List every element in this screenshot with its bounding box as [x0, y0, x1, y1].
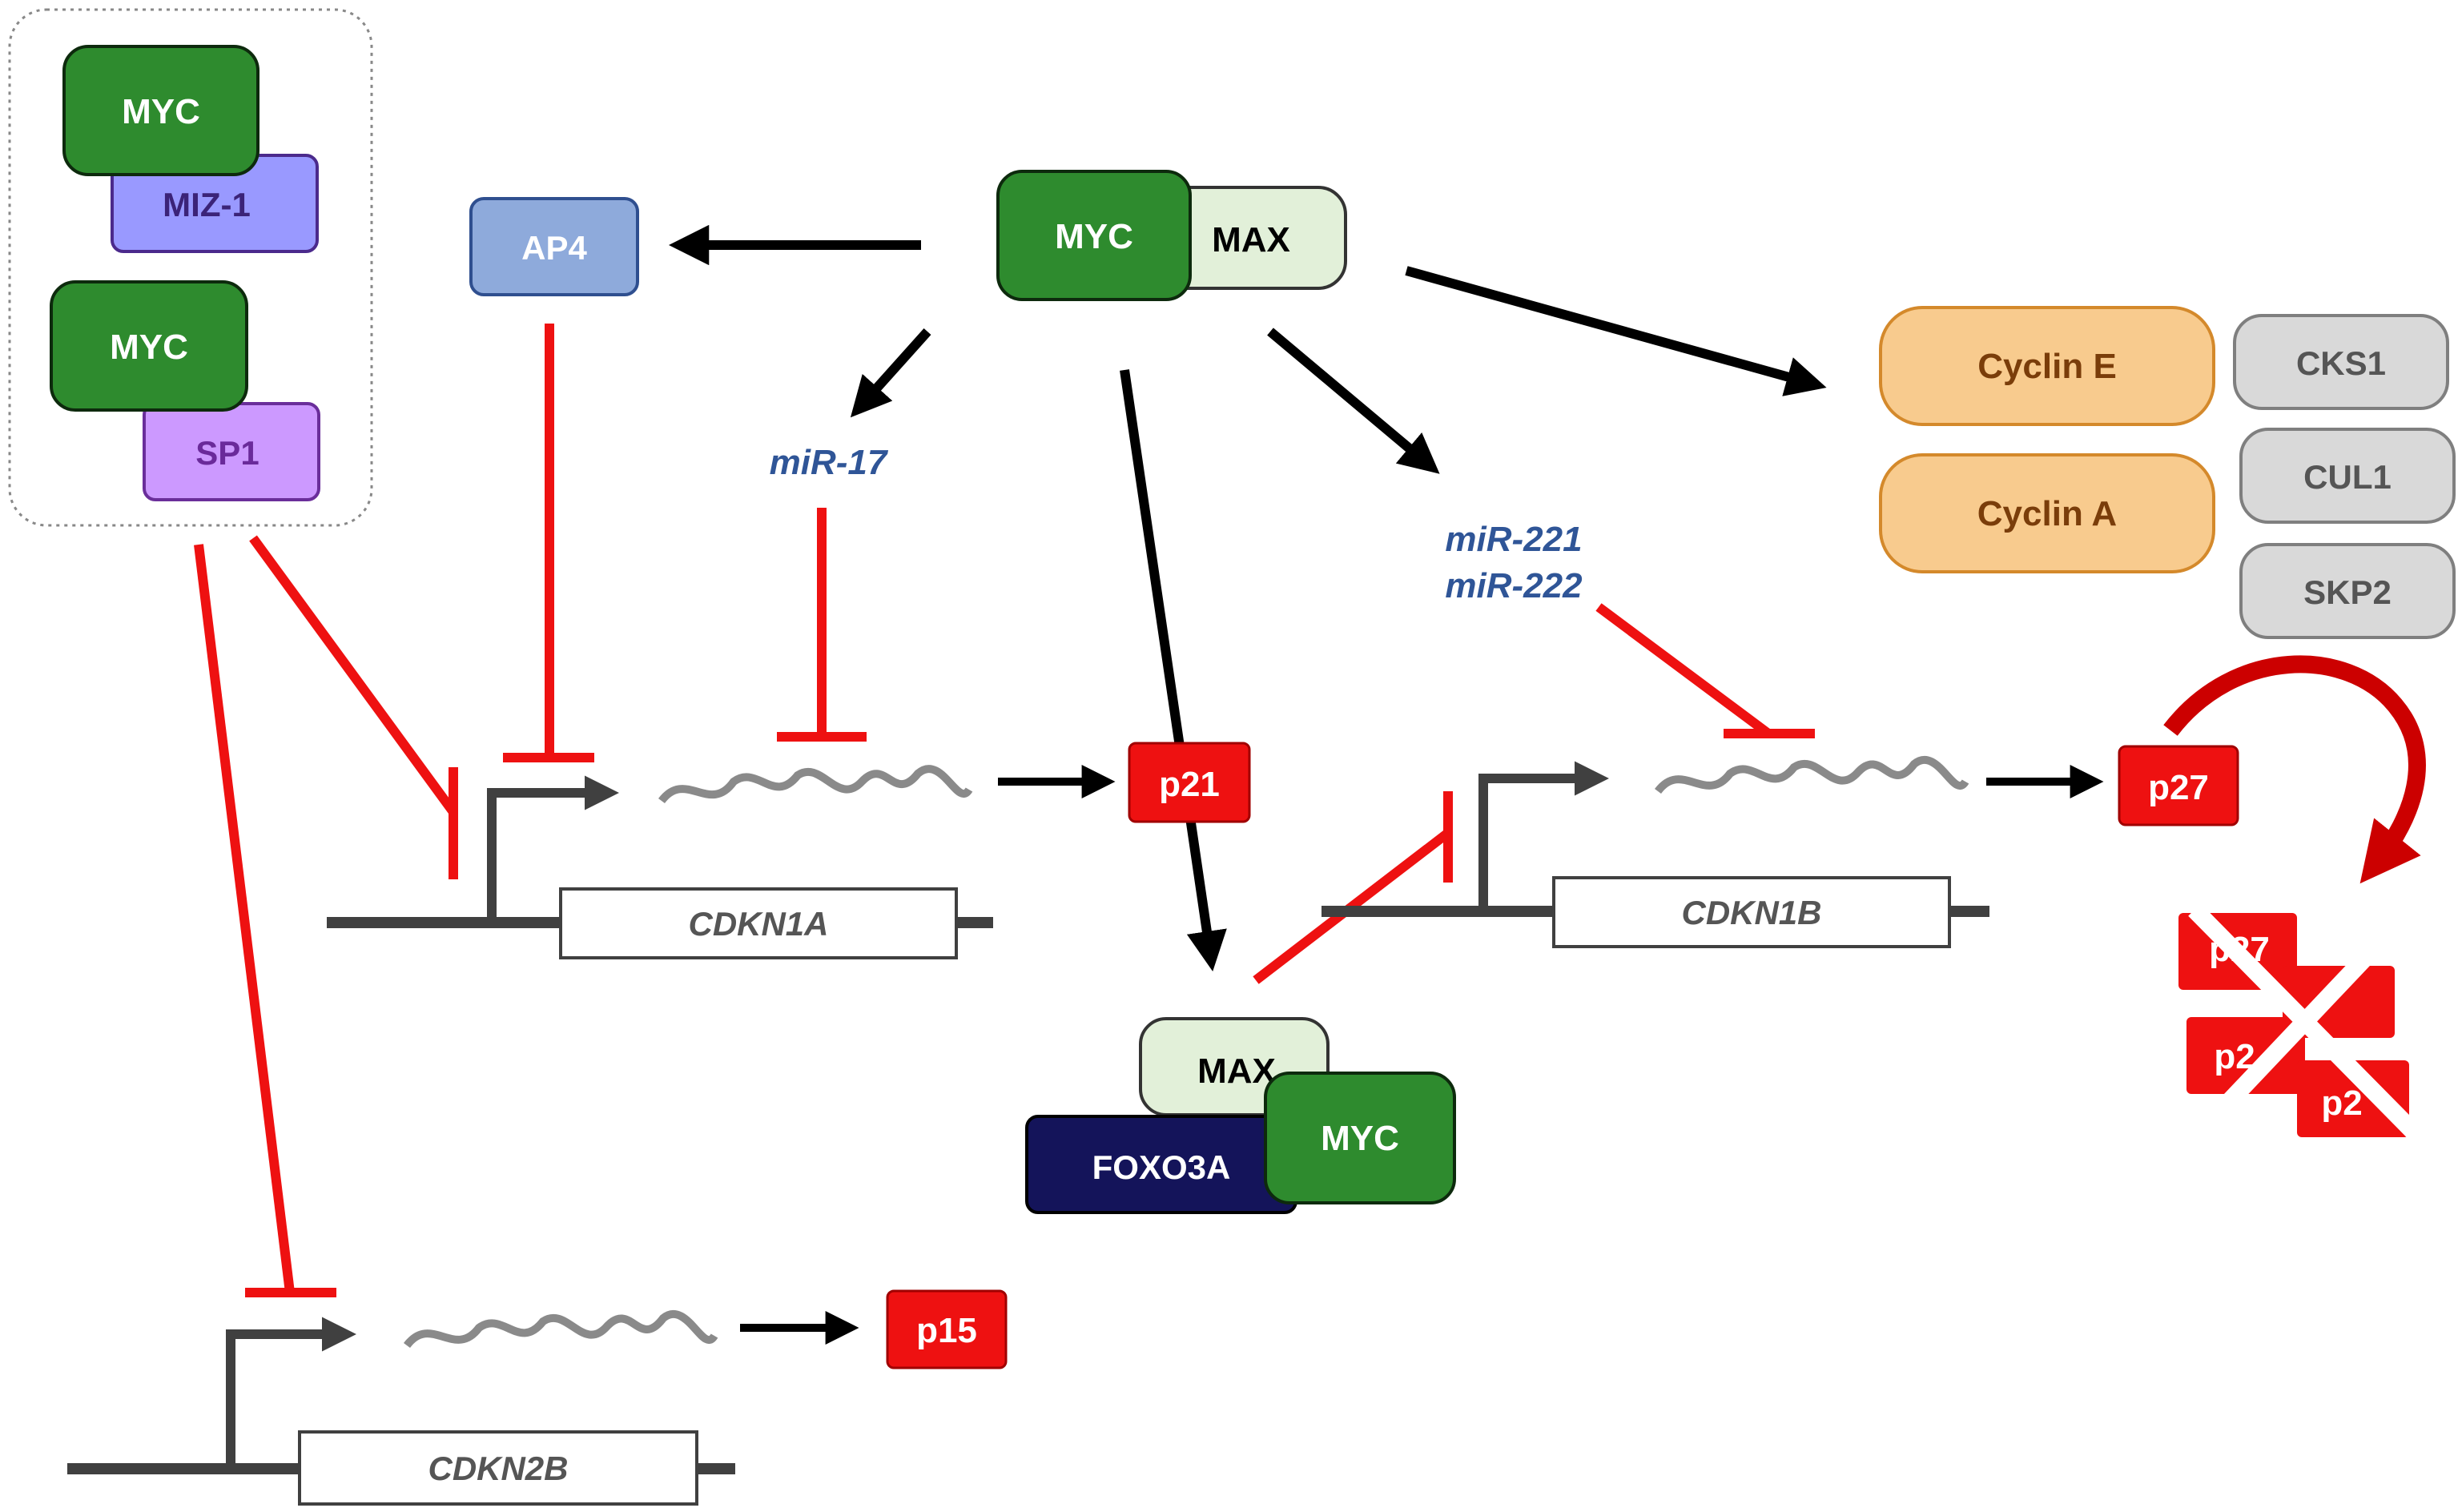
- myc-box-foxo: [1264, 1072, 1456, 1204]
- cdkn2b-promoter-arrow: [226, 1317, 356, 1469]
- cul1-label: CUL1: [2303, 458, 2392, 496]
- sp1-label: SP1: [195, 434, 259, 472]
- cyclin-e-label: Cyclin E: [1977, 347, 2117, 386]
- p21-box: [1128, 742, 1251, 823]
- cyclin-a-label: Cyclin A: [1977, 494, 2117, 533]
- inhibit-miz1-cdkn1a: [249, 535, 457, 815]
- myc-max-complex: MAX MYC: [996, 170, 1347, 301]
- arrow-mycmax-to-mir17: [850, 328, 931, 418]
- ap4-box: [469, 197, 639, 296]
- p15-box: [886, 1289, 1008, 1369]
- myc-box-sp1: [50, 280, 248, 412]
- p27-degradation-arrow: [2163, 655, 2426, 884]
- degraded-p27-pile: p27 p2 p2: [2178, 903, 2433, 1152]
- cul1-box: [2239, 428, 2456, 524]
- p15-mrna-squiggle: [404, 1310, 718, 1349]
- cdkn1b-box: [1552, 876, 1951, 948]
- degraded-p27-box-4: [2297, 1060, 2409, 1137]
- degraded-p27-label-4: p2: [2321, 1084, 2362, 1123]
- cdkn1b-gene: CDKN1B: [1322, 756, 1989, 948]
- myc-complex-group-box: [8, 8, 373, 527]
- mir222-label: miR-222: [1445, 566, 1583, 605]
- max-label-foxo: MAX: [1197, 1052, 1276, 1091]
- p27-mrna-squiggle: [1655, 756, 1969, 794]
- p27-box: [2118, 745, 2239, 826]
- cks1-label: CKS1: [2296, 344, 2386, 382]
- myc-label-sp1: MYC: [110, 328, 188, 367]
- cdkn2b-gene: CDKN2B: [67, 1310, 735, 1506]
- myc-miz1-complex: MIZ-1 MYC: [62, 45, 319, 253]
- foxo3a-myc-max-complex: MAX FOXO3A MYC: [1025, 1017, 1456, 1214]
- miz1-label: MIZ-1: [163, 186, 251, 223]
- myc-label-miz1: MYC: [122, 92, 200, 131]
- mir17-label: miR-17: [770, 443, 889, 482]
- arrow-mycmax-to-foxo-complex: [1120, 369, 1227, 971]
- cdkn2b-box: [298, 1430, 698, 1506]
- cross-out-line-2: [2204, 903, 2417, 1128]
- p15-label: p15: [916, 1311, 977, 1350]
- myc-sp1-complex: SP1 MYC: [50, 280, 320, 501]
- p21-label: p21: [1159, 765, 1220, 804]
- degraded-p27-box-3: [2186, 1017, 2305, 1094]
- p27-label: p27: [2148, 768, 2209, 807]
- max-label-center: MAX: [1212, 220, 1290, 259]
- cdkn1a-gene: CDKN1A: [327, 765, 993, 959]
- p21-mrna-squiggle: [658, 765, 973, 804]
- inhibit-mir221-p27mrna: [1595, 603, 1772, 738]
- cdkn1a-promoter-arrow: [487, 775, 619, 923]
- cdkn2b-label: CDKN2B: [428, 1450, 568, 1487]
- foxo3a-label: FOXO3A: [1092, 1148, 1231, 1186]
- myc-label-center: MYC: [1055, 217, 1133, 256]
- myc-label-foxo: MYC: [1321, 1119, 1399, 1158]
- cdkn1a-label: CDKN1A: [688, 905, 828, 943]
- cyclin-e-box: [1879, 306, 2215, 426]
- cyclin-a-box: [1879, 453, 2215, 573]
- cdkn1b-promoter-arrow: [1478, 761, 1609, 911]
- arrow-mycmax-to-mir221-222: [1267, 328, 1440, 474]
- skp2-box: [2239, 543, 2456, 639]
- inhibition-lines: [194, 324, 1815, 1297]
- myc-box-miz1: [62, 45, 259, 176]
- ap4-label: AP4: [521, 229, 587, 267]
- inhibit-sp1-cdkn2b: [194, 544, 295, 1293]
- myc-box-center: [996, 170, 1192, 301]
- cdkn1b-label: CDKN1B: [1681, 894, 1821, 931]
- cks1-box: [2233, 314, 2449, 410]
- mir221-label: miR-221: [1445, 520, 1582, 559]
- skp2-label: SKP2: [2303, 573, 2392, 611]
- arrow-mycmax-to-cyclins: [1405, 266, 1827, 396]
- cdkn1a-box: [559, 887, 958, 959]
